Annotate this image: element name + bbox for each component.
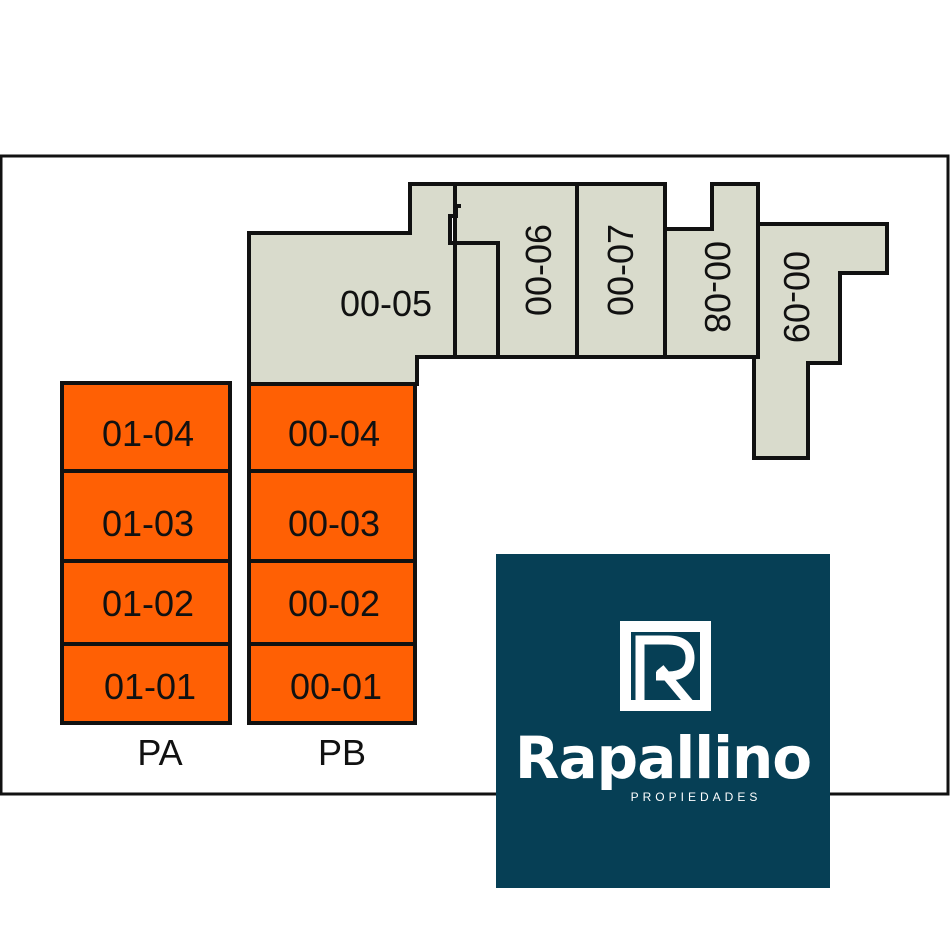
floor-pa: 01-04 01-03 01-02 01-01 PA [60, 381, 232, 773]
partition-wall [448, 204, 500, 357]
unit-01-02-label: 01-02 [102, 583, 194, 624]
brand-tagline: PROPIEDADES [631, 790, 762, 804]
unit-00-01-label: 00-01 [290, 666, 382, 707]
unit-00-06-label: 00-06 [518, 224, 559, 316]
unit-00-07-label: 00-07 [600, 224, 641, 316]
unit-00-06-shape[interactable] [453, 182, 579, 359]
floor-pb-label: PB [318, 732, 366, 773]
partition-wall [663, 184, 714, 357]
unit-00-02-label: 00-02 [288, 583, 380, 624]
monogram-frame [620, 621, 711, 711]
brand-background [496, 554, 830, 888]
unit-01-03-label: 01-03 [102, 503, 194, 544]
brand-name: Rapallino [515, 724, 811, 792]
monogram-letter [635, 635, 695, 707]
unit-00-08-label: 00-08 [697, 241, 738, 333]
unit-01-04[interactable] [60, 381, 232, 473]
unit-00-03-label: 00-03 [288, 503, 380, 544]
unit-00-02[interactable] [247, 559, 417, 646]
unit-01-02[interactable] [60, 559, 232, 646]
unit-00-09-label: 00-09 [776, 251, 817, 343]
other-units-block: 00-05 00-06 00-07 00-08 00-09 [247, 182, 889, 460]
unit-01-01[interactable] [60, 642, 232, 725]
unit-00-09-shape[interactable] [752, 222, 889, 460]
unit-01-01-label: 01-01 [104, 666, 196, 707]
unit-00-04[interactable] [247, 382, 417, 473]
unit-00-05-label: 00-05 [340, 283, 432, 324]
floor-pb: 00-04 00-03 00-02 00-01 PB [247, 382, 417, 773]
unit-00-07-shape[interactable] [575, 182, 667, 359]
unit-00-04-label: 00-04 [288, 413, 380, 454]
brand-logo: Rapallino PROPIEDADES [496, 554, 830, 888]
site-boundary [0, 154, 950, 796]
floor-pa-label: PA [137, 732, 182, 773]
unit-00-01[interactable] [247, 642, 417, 725]
unit-01-04-label: 01-04 [102, 413, 194, 454]
